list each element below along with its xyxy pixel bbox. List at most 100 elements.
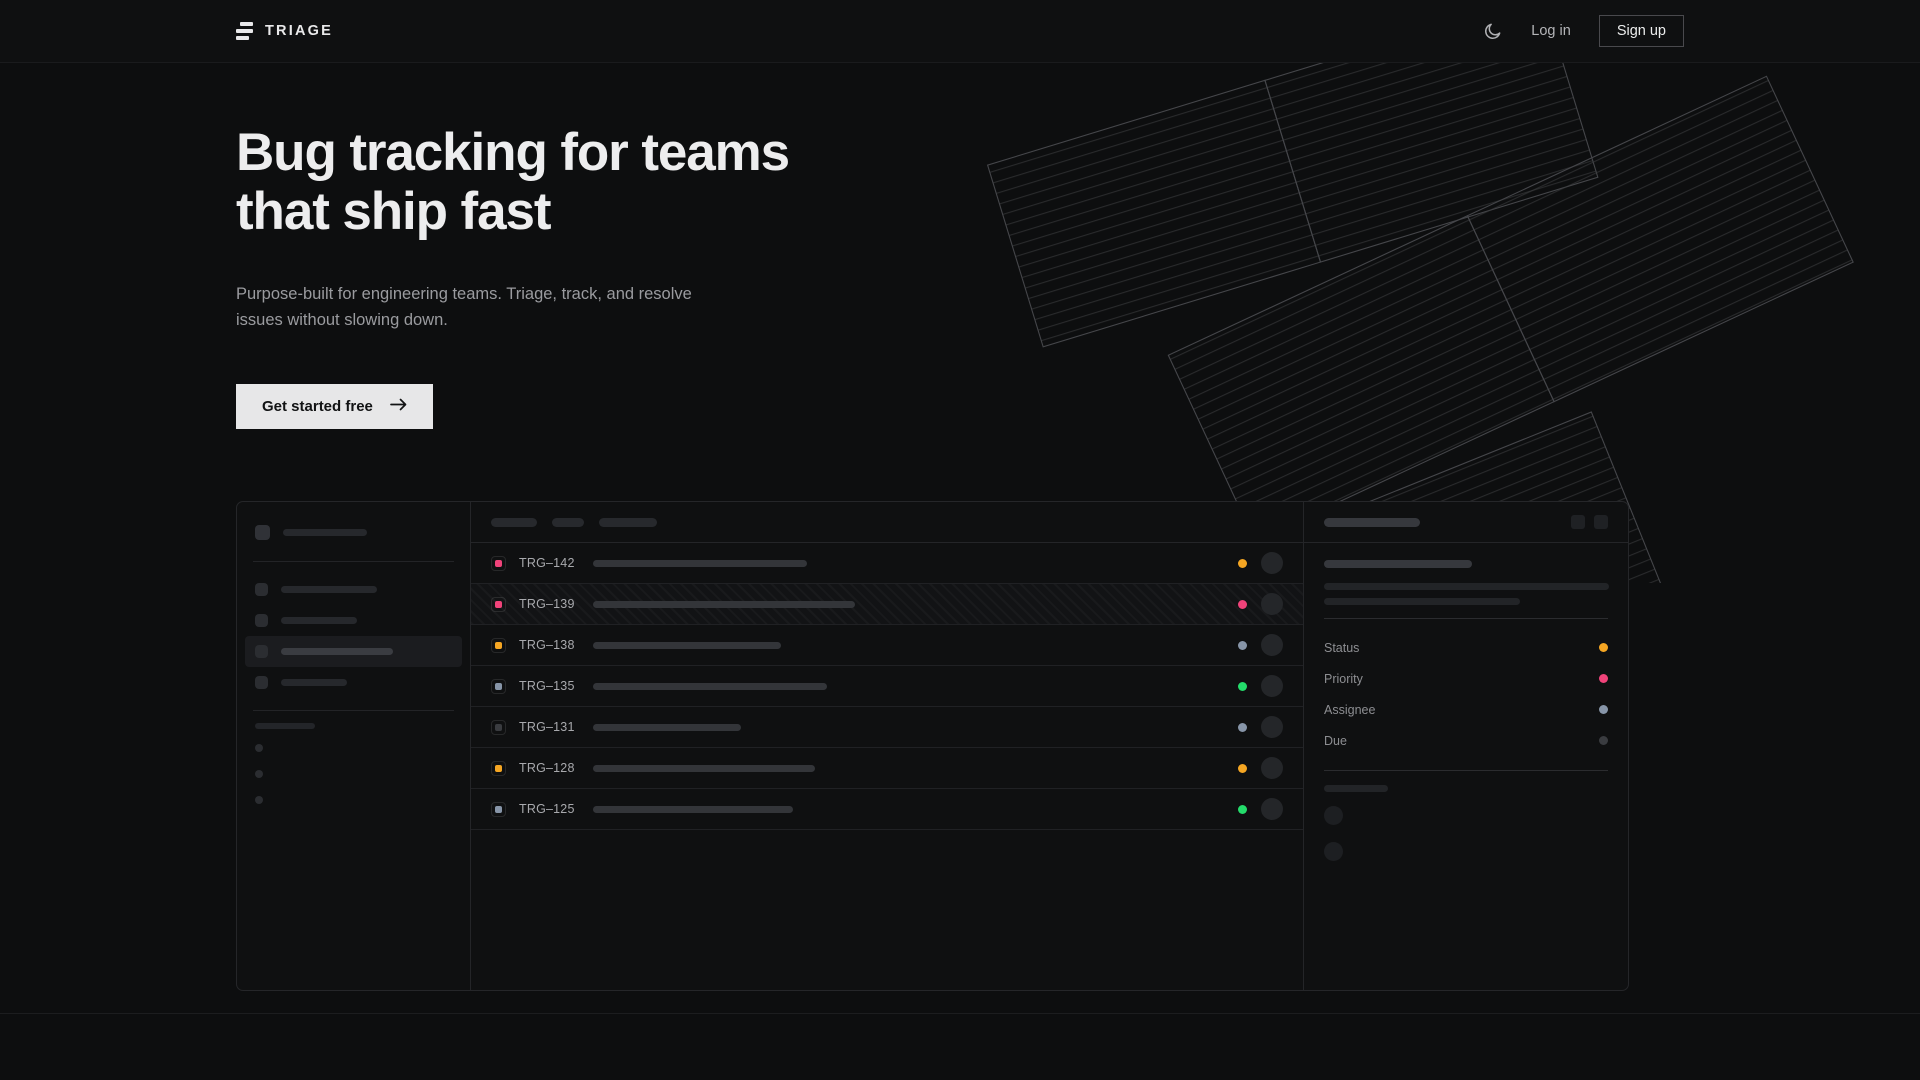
hero-heading-line1: Bug tracking for teams: [236, 123, 790, 182]
issue-title-placeholder: [593, 600, 855, 608]
issue-row-meta: [1238, 798, 1283, 821]
sidebar-item-1[interactable]: [237, 574, 470, 605]
detail-field-label: Due: [1324, 733, 1347, 748]
detail-field-label: Priority: [1324, 671, 1363, 686]
hero-section: Bug tracking for teams that ship fast Pu…: [0, 63, 1920, 430]
issue-status-chip-icon[interactable]: [491, 678, 506, 694]
sidebar-item-3-active[interactable]: [245, 636, 462, 668]
sidebar-item-2[interactable]: [237, 605, 470, 636]
nav-actions: Log in Sign up: [1483, 15, 1684, 47]
sidebar-divider-2: [253, 710, 454, 712]
table-row[interactable]: TRG–128: [471, 748, 1303, 790]
detail-summary-line-1: [1324, 583, 1609, 591]
nav-dot-icon: [255, 676, 268, 690]
issue-status-dot: [1238, 599, 1247, 609]
nav-dot-icon: [255, 583, 268, 597]
workspace-square-icon: [255, 525, 270, 541]
moon-icon[interactable]: [1483, 21, 1503, 41]
issue-row-meta: [1238, 757, 1283, 780]
toolbar-pill-1[interactable]: [491, 517, 537, 527]
detail-field-row[interactable]: Assignee: [1324, 694, 1608, 725]
avatar: [1261, 634, 1283, 657]
detail-field-row[interactable]: Priority: [1324, 663, 1608, 694]
detail-field-value-dot: [1599, 736, 1608, 746]
detail-summary-title: [1324, 560, 1472, 569]
avatar: [1261, 757, 1283, 780]
detail-header: [1304, 502, 1628, 544]
table-row[interactable]: TRG–131: [471, 707, 1303, 749]
detail-action-2-icon[interactable]: [1594, 515, 1608, 530]
table-row[interactable]: TRG–142: [471, 543, 1303, 585]
page-footer-divider: [0, 1013, 1920, 1014]
toolbar-pill-2[interactable]: [552, 517, 584, 527]
issue-status-dot: [1238, 558, 1247, 568]
nav-dot-icon: [255, 645, 268, 659]
detail-divider-1: [1324, 618, 1608, 620]
avatar: [1261, 716, 1283, 739]
detail-field-value-dot: [1599, 705, 1608, 715]
sidebar-item-4[interactable]: [237, 667, 470, 698]
cta-label: Get started free: [262, 398, 373, 416]
issue-row-meta: [1238, 675, 1283, 698]
issue-row-meta: [1238, 593, 1283, 616]
avatar: [1261, 552, 1283, 575]
toolbar-pill-3[interactable]: [599, 517, 657, 527]
workspace-switcher[interactable]: [237, 516, 470, 549]
brand-logo[interactable]: TRIAGE: [236, 22, 333, 40]
app-sidebar: [237, 502, 471, 991]
issue-title-placeholder: [593, 805, 793, 813]
issue-status-chip-icon[interactable]: [491, 719, 506, 735]
issue-status-dot: [1238, 722, 1247, 732]
detail-action-1-icon[interactable]: [1571, 515, 1585, 530]
table-row[interactable]: TRG–139: [471, 584, 1303, 626]
issue-title-placeholder: [593, 682, 827, 690]
activity-avatar-2: [1324, 842, 1343, 862]
detail-field-row[interactable]: Due: [1324, 725, 1608, 756]
sidebar-item-label: [281, 679, 347, 687]
sub-dot-icon: [255, 770, 263, 779]
issue-status-chip-icon[interactable]: [491, 760, 506, 776]
issue-status-chip-icon[interactable]: [491, 801, 506, 817]
issue-row-meta: [1238, 634, 1283, 657]
top-navigation-bar: TRIAGE Log in Sign up: [0, 0, 1920, 63]
get-started-button[interactable]: Get started free: [236, 384, 433, 430]
issue-status-chip-icon[interactable]: [491, 555, 506, 571]
hero-heading-line2: that ship fast: [236, 182, 552, 242]
issue-title-placeholder: [593, 764, 815, 772]
detail-title-placeholder: [1324, 517, 1420, 527]
sidebar-item-label: [281, 648, 393, 656]
sidebar-sub-item-1[interactable]: [237, 735, 470, 761]
issue-status-dot: [1238, 763, 1247, 773]
signup-button[interactable]: Sign up: [1598, 15, 1684, 47]
table-row[interactable]: TRG–138: [471, 625, 1303, 667]
issue-status-dot: [1238, 681, 1247, 691]
login-link[interactable]: Log in: [1531, 23, 1571, 39]
sidebar-section-label: [255, 723, 315, 730]
stacked-bars-icon: [236, 22, 253, 40]
table-row[interactable]: TRG–135: [471, 666, 1303, 708]
page-title: Bug tracking for teams that ship fast: [236, 123, 956, 242]
workspace-label-placeholder: [283, 529, 367, 537]
detail-summary-line-2: [1324, 598, 1520, 606]
sidebar-sub-item-3[interactable]: [237, 787, 470, 813]
issue-status-chip-icon[interactable]: [491, 596, 506, 612]
sidebar-sub-item-2[interactable]: [237, 761, 470, 787]
detail-field-row[interactable]: Status: [1324, 632, 1608, 663]
sidebar-item-label: [281, 617, 357, 625]
activity-section-label: [1324, 785, 1388, 793]
avatar: [1261, 798, 1283, 821]
issue-id: TRG–128: [519, 761, 575, 776]
issue-id: TRG–135: [519, 679, 575, 694]
issue-title-placeholder: [593, 641, 781, 649]
table-row[interactable]: TRG–125: [471, 789, 1303, 831]
nav-dot-icon: [255, 614, 268, 628]
issue-status-chip-icon[interactable]: [491, 637, 506, 653]
sidebar-divider-1: [253, 561, 454, 563]
brand-name: TRIAGE: [265, 23, 333, 39]
